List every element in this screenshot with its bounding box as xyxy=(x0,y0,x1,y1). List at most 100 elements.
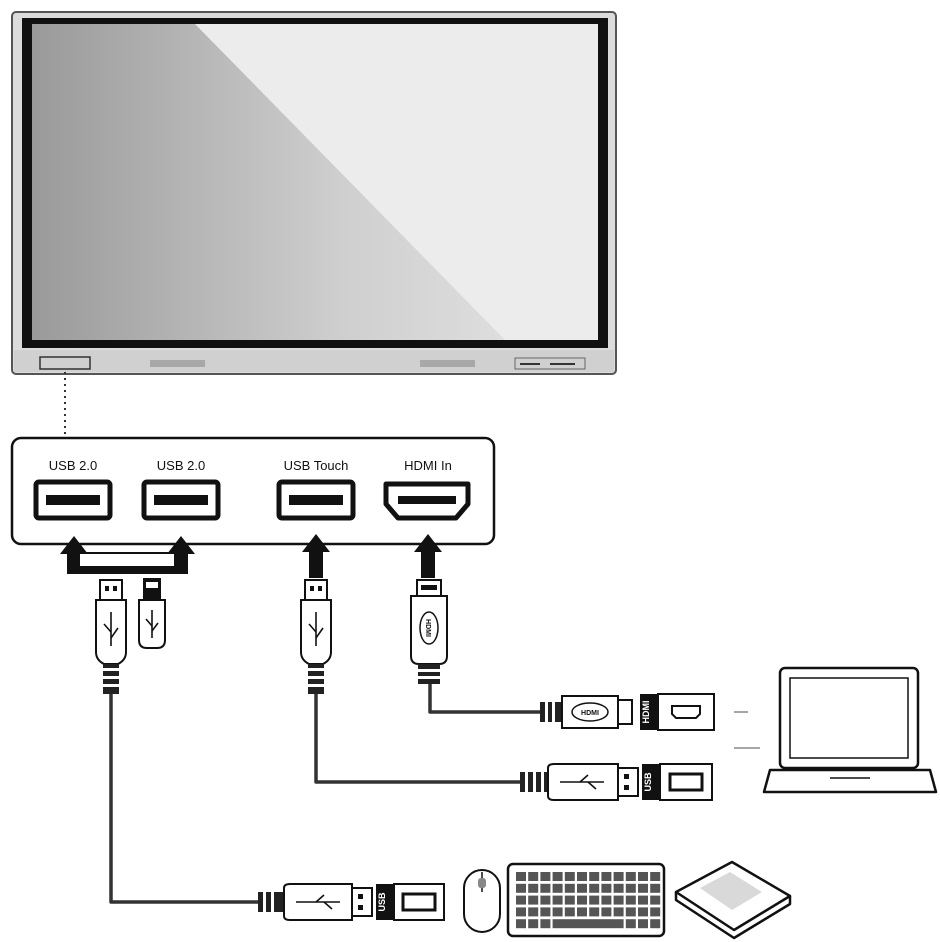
external-drive-icon xyxy=(674,860,792,940)
keyboard-key xyxy=(552,872,563,881)
keyboard-key xyxy=(528,872,539,881)
keyboard-key xyxy=(564,883,575,893)
keyboard-key xyxy=(613,907,624,917)
keyboard-key xyxy=(528,919,539,929)
keyboard-key xyxy=(540,872,551,881)
keyboard-key xyxy=(625,872,636,881)
keyboard-key xyxy=(613,895,624,905)
usb-peripheral-cable xyxy=(109,694,258,904)
keyboard-key xyxy=(577,907,587,917)
keyboard-key xyxy=(552,883,563,893)
hdmi-cable-plug: HDMI xyxy=(410,579,448,684)
hdmi-cable xyxy=(428,684,540,714)
keyboard-key xyxy=(564,872,575,881)
usb-2-shared-arrow xyxy=(60,536,195,574)
keyboard-key xyxy=(589,872,600,881)
keyboard-key xyxy=(625,919,636,929)
keyboard-key xyxy=(540,895,551,905)
keyboard-key xyxy=(589,895,600,905)
keyboard-key xyxy=(589,907,600,917)
keyboard-key xyxy=(650,895,661,905)
laptop-icon xyxy=(762,666,938,794)
port-label-hdmi-in: HDMI In xyxy=(404,458,452,473)
usb-symbol-icon xyxy=(103,612,119,646)
port-panel: USB 2.0 USB 2.0 USB Touch HDMI In xyxy=(10,436,496,546)
usb-flash-drive xyxy=(138,578,166,649)
keyboard-key xyxy=(528,895,539,905)
keyboard-key xyxy=(650,907,661,917)
keyboard-spacebar xyxy=(552,919,624,929)
front-logo-mark xyxy=(150,360,205,367)
keyboard-key xyxy=(638,872,648,881)
keyboard-key xyxy=(601,895,612,905)
hdmi-plug-label-laptop: HDMI xyxy=(581,710,599,717)
front-buttons xyxy=(514,357,586,370)
port-label-usb-touch: USB Touch xyxy=(284,458,349,473)
keyboard-key xyxy=(625,895,636,905)
keyboard-key xyxy=(516,872,526,881)
keyboard-key xyxy=(650,872,661,881)
keyboard-key xyxy=(625,883,636,893)
usb-touch-arrow xyxy=(302,534,330,578)
usb-port-1[interactable] xyxy=(33,479,113,521)
keyboard-key xyxy=(613,883,624,893)
keyboard-key xyxy=(577,895,587,905)
usb-symbol-icon xyxy=(145,610,159,638)
usb-touch-cable xyxy=(314,694,520,784)
port-label-usb-a: USB 2.0 xyxy=(49,458,97,473)
keyboard-key xyxy=(516,883,526,893)
keyboard-key xyxy=(601,872,612,881)
keyboard-key xyxy=(638,907,648,917)
usb-cable-plug-left xyxy=(95,579,127,694)
keyboard-key xyxy=(638,883,648,893)
keyboard-key xyxy=(540,883,551,893)
keyboard-key xyxy=(638,895,648,905)
peripheral-usb-socket[interactable]: USB xyxy=(376,883,445,921)
keyboard-key xyxy=(564,895,575,905)
keyboard-key xyxy=(516,919,526,929)
keyboard-key xyxy=(516,907,526,917)
keyboard-key xyxy=(650,883,661,893)
keyboard-key xyxy=(540,919,551,929)
keyboard-key xyxy=(638,919,648,929)
keyboard-key xyxy=(601,907,612,917)
hdmi-plug-laptop-end: HDMI xyxy=(540,695,633,729)
hdmi-in-port[interactable] xyxy=(383,481,471,521)
usb-touch-port[interactable] xyxy=(276,479,356,521)
laptop-usb-socket[interactable]: USB xyxy=(642,763,713,801)
keyboard-key xyxy=(650,919,661,929)
keyboard-key xyxy=(601,883,612,893)
usb-symbol-icon xyxy=(308,612,324,646)
keyboard-key xyxy=(528,907,539,917)
hdmi-plug-label: HDMI xyxy=(424,619,431,637)
usb-socket-label-peripheral: USB xyxy=(377,892,387,912)
keyboard-key xyxy=(516,895,526,905)
usb-socket-label: USB xyxy=(643,772,653,792)
keyboard-key xyxy=(540,907,551,917)
usb-touch-cable-plug xyxy=(300,579,332,694)
keyboard-key xyxy=(577,872,587,881)
keyboard-key xyxy=(577,883,587,893)
usb-symbol-icon xyxy=(560,774,604,790)
keyboard-icon xyxy=(506,862,666,938)
port-label-usb-b: USB 2.0 xyxy=(157,458,205,473)
keyboard-key xyxy=(625,907,636,917)
keyboard-key xyxy=(589,883,600,893)
laptop-hdmi-socket[interactable]: HDMI xyxy=(640,693,715,731)
hdmi-in-arrow xyxy=(414,534,442,578)
keyboard-key xyxy=(552,907,563,917)
keyboard-key xyxy=(564,907,575,917)
front-speaker-mark xyxy=(420,360,475,367)
keyboard-key xyxy=(552,895,563,905)
usb-symbol-icon xyxy=(296,894,340,910)
hdmi-socket-label: HDMI xyxy=(641,701,651,724)
usb-peripheral-plug xyxy=(258,883,373,921)
mouse-icon xyxy=(463,869,501,933)
usb-port-2[interactable] xyxy=(141,479,221,521)
keyboard-key xyxy=(528,883,539,893)
usb-touch-plug-laptop-end xyxy=(520,763,639,801)
front-port-panel xyxy=(39,356,91,370)
keyboard-key xyxy=(613,872,624,881)
interactive-display xyxy=(11,11,617,375)
